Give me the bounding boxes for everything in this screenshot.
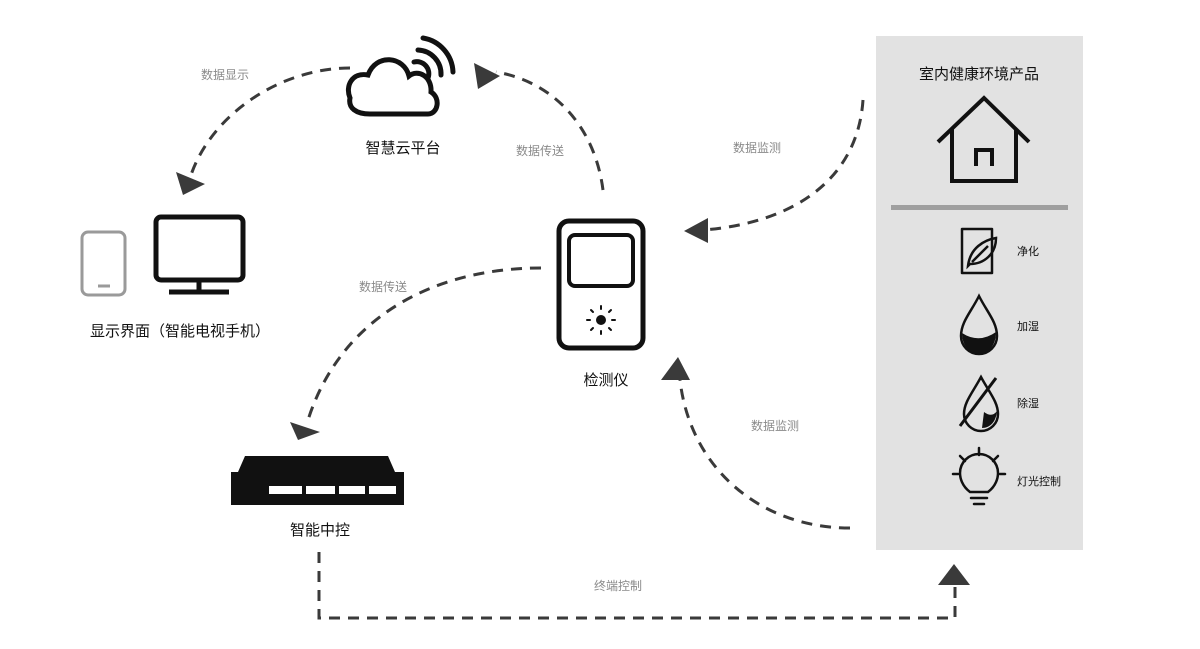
- feature-item-purify: 净化: [960, 227, 1039, 275]
- edge-detector-to-cloud: 数据传送: [474, 63, 605, 191]
- feature-label: 加湿: [1017, 320, 1039, 333]
- edge-label: 数据传送: [359, 279, 407, 294]
- edge-products-to-detector-bottom: 数据监测: [661, 357, 851, 530]
- phone-icon: [80, 230, 127, 297]
- display-node-label: 显示界面（智能电视手机）: [90, 322, 270, 340]
- edge-cloud-to-display: 数据显示: [176, 66, 351, 195]
- detector-node: 检测仪: [556, 218, 646, 389]
- cloud-signal-icon: [345, 35, 456, 117]
- controller-node: 智能中控: [231, 456, 404, 539]
- cloud-node-label: 智慧云平台: [365, 139, 440, 157]
- detector-device-icon: [556, 218, 646, 351]
- panel-divider: [891, 205, 1068, 210]
- cloud-node: 智慧云平台: [345, 35, 456, 157]
- feature-label: 净化: [1017, 244, 1039, 258]
- feature-label: 灯光控制: [1017, 474, 1061, 488]
- water-drop-icon: [959, 293, 999, 356]
- arrowhead: [661, 357, 690, 380]
- arrowhead: [290, 422, 320, 440]
- edge-detector-to-controller: 数据传送: [290, 266, 542, 440]
- arrowhead: [938, 564, 970, 585]
- edge-label: 数据显示: [201, 67, 249, 82]
- products-panel-background: [876, 36, 1083, 550]
- products-panel: 室内健康环境产品 净化 加湿: [876, 36, 1083, 550]
- edge-label: 终端控制: [594, 578, 642, 593]
- feature-item-dehumidify: 除湿: [958, 374, 1039, 433]
- house-icon: [936, 95, 1031, 183]
- feature-item-lighting: 灯光控制: [951, 446, 1061, 506]
- edge-controller-to-products: 终端控制: [317, 552, 970, 620]
- edge-products-to-detector-top: 数据监测: [684, 99, 865, 243]
- edge-label: 数据监测: [751, 418, 799, 433]
- edge-label: 数据监测: [733, 140, 781, 155]
- display-node: 显示界面（智能电视手机）: [80, 214, 270, 340]
- light-bulb-icon: [951, 446, 1007, 506]
- feature-item-humidify: 加湿: [959, 293, 1039, 356]
- detector-node-label: 检测仪: [583, 371, 628, 389]
- products-panel-title: 室内健康环境产品: [919, 65, 1039, 83]
- leaf-purify-icon: [960, 227, 998, 275]
- arrowhead: [176, 172, 205, 195]
- arrowhead: [474, 63, 500, 89]
- feature-label: 除湿: [1017, 396, 1039, 410]
- rack-controller-icon: [231, 456, 404, 505]
- edge-label: 数据传送: [516, 143, 564, 158]
- monitor-icon: [153, 214, 246, 295]
- controller-node-label: 智能中控: [290, 521, 350, 539]
- arrowhead: [684, 218, 708, 243]
- no-drop-icon: [958, 374, 1000, 433]
